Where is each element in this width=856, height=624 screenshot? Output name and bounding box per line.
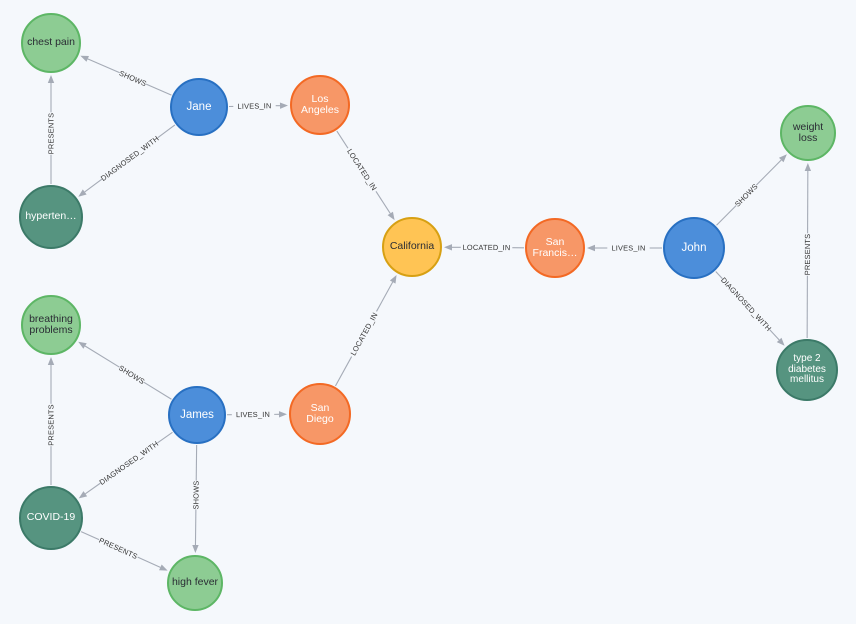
graph-node-james[interactable]: James bbox=[168, 386, 226, 444]
edge-label-e8: SHOWS bbox=[733, 182, 760, 209]
graph-node-hypertension[interactable]: hyperten… bbox=[19, 185, 83, 249]
graph-edge-san_francisco-to-california[interactable]: LOCATED_IN bbox=[444, 243, 525, 252]
node-label-san_francisco: San Francis… bbox=[532, 235, 578, 259]
edge-label-e3: DIAGNOSED_WITH bbox=[99, 134, 161, 183]
graph-node-san_diego[interactable]: San Diego bbox=[289, 383, 351, 445]
edge-label-e9: DIAGNOSED_WITH bbox=[719, 276, 773, 334]
graph-edge-james-to-high_fever[interactable]: SHOWS bbox=[191, 444, 201, 553]
edge-label-e11: SHOWS bbox=[117, 363, 146, 386]
node-label-california: California bbox=[389, 240, 435, 253]
node-label-hypertension: hyperten… bbox=[25, 210, 77, 223]
graph-edge-jane-to-los_angeles[interactable]: LIVES_IN bbox=[228, 101, 288, 111]
graph-node-covid19[interactable]: COVID-19 bbox=[19, 486, 83, 550]
edge-label-e7: LIVES_IN bbox=[611, 244, 645, 253]
graph-node-jane[interactable]: Jane bbox=[170, 78, 228, 136]
graph-edge-type2_dm-to-weight_loss[interactable]: PRESENTS bbox=[803, 163, 812, 339]
graph-edge-john-to-weight_loss[interactable]: SHOWS bbox=[716, 154, 787, 226]
edge-label-e17: LOCATED_IN bbox=[349, 311, 380, 357]
node-label-weight_loss: weight loss bbox=[792, 120, 824, 144]
node-label-breathing: breathing problems bbox=[29, 312, 73, 336]
node-label-high_fever: high fever bbox=[171, 576, 219, 589]
graph-node-breathing[interactable]: breathing problems bbox=[21, 295, 81, 355]
node-label-chest_pain: chest pain bbox=[27, 36, 75, 49]
graph-edge-covid19-to-high_fever[interactable]: PRESENTS bbox=[80, 531, 168, 571]
edge-label-e16: PRESENTS bbox=[98, 536, 139, 561]
graph-edge-los_angeles-to-california[interactable]: LOCATED_IN bbox=[336, 130, 395, 221]
graph-node-chest_pain[interactable]: chest pain bbox=[21, 13, 81, 73]
graph-edge-james-to-breathing[interactable]: SHOWS bbox=[78, 341, 172, 400]
graph-node-high_fever[interactable]: high fever bbox=[167, 555, 223, 611]
graph-edge-james-to-san_diego[interactable]: LIVES_IN bbox=[226, 410, 287, 419]
edge-label-e4: PRESENTS bbox=[47, 113, 56, 154]
graph-edge-james-to-covid19[interactable]: DIAGNOSED_WITH bbox=[78, 431, 173, 499]
graph-node-john[interactable]: John bbox=[663, 217, 725, 279]
graph-edge-jane-to-hypertension[interactable]: DIAGNOSED_WITH bbox=[78, 124, 176, 197]
edge-label-e15: PRESENTS bbox=[47, 404, 56, 445]
node-label-james: James bbox=[180, 408, 214, 421]
graph-edge-john-to-type2_dm[interactable]: DIAGNOSED_WITH bbox=[715, 271, 785, 346]
graph-node-los_angeles[interactable]: Los Angeles bbox=[290, 75, 350, 135]
node-label-los_angeles: Los Angeles bbox=[301, 92, 339, 116]
edge-label-e6: LOCATED_IN bbox=[463, 243, 511, 252]
edge-label-e12: LIVES_IN bbox=[236, 410, 270, 419]
graph-edge-jane-to-chest_pain[interactable]: SHOWS bbox=[80, 55, 172, 96]
node-label-jane: Jane bbox=[186, 100, 212, 113]
graph-edge-san_diego-to-california[interactable]: LOCATED_IN bbox=[334, 275, 397, 387]
edge-label-e13: DIAGNOSED_WITH bbox=[98, 439, 161, 487]
node-label-san_diego: San Diego bbox=[306, 401, 334, 425]
graph-edge-hypertension-to-chest_pain[interactable]: PRESENTS bbox=[47, 75, 56, 184]
node-label-type2_dm: type 2 diabetes mellitus bbox=[788, 353, 826, 386]
edge-label-e14: SHOWS bbox=[191, 480, 200, 509]
node-label-covid19: COVID-19 bbox=[26, 511, 76, 524]
graph-node-san_francisco[interactable]: San Francis… bbox=[525, 218, 585, 278]
graph-node-type2_dm[interactable]: type 2 diabetes mellitus bbox=[776, 339, 838, 401]
graph-edge-covid19-to-breathing[interactable]: PRESENTS bbox=[47, 357, 56, 485]
edge-label-e1: SHOWS bbox=[118, 69, 148, 89]
node-label-john: John bbox=[681, 241, 707, 254]
graph-node-weight_loss[interactable]: weight loss bbox=[780, 105, 836, 161]
graph-edge-john-to-san_francisco[interactable]: LIVES_IN bbox=[587, 244, 662, 253]
edge-label-e5: LOCATED_IN bbox=[345, 147, 379, 192]
edge-label-e2: LIVES_IN bbox=[237, 101, 271, 111]
edge-label-e10: PRESENTS bbox=[803, 234, 812, 275]
graph-node-california[interactable]: California bbox=[382, 217, 442, 277]
